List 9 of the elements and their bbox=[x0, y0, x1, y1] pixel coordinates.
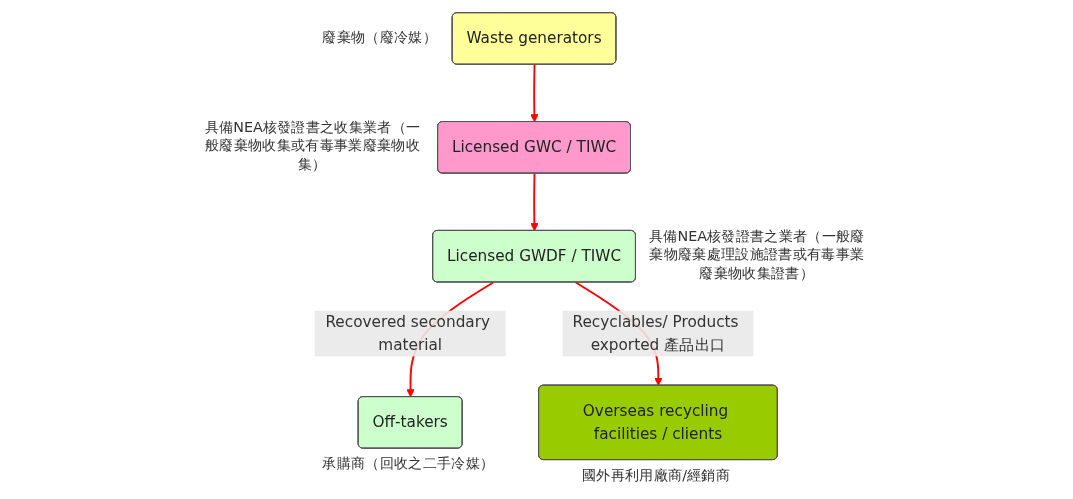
annotation-text: 具備NEA核發證書之收集業者（一般廢棄物收集或有毒事業廢棄物收集） bbox=[203, 118, 422, 175]
annotation-text: 承購商（回收之二手冷媒） bbox=[322, 454, 495, 474]
annotation-text: 具備NEA核發證書之業者（一般廢棄物廢棄處理設施證書或有毒事業廢棄物收集證書） bbox=[647, 227, 866, 283]
edge-label: Recyclables/ Products exported 產品出口 bbox=[572, 312, 739, 354]
arrow bbox=[530, 172, 539, 232]
annotation-text: 廢棄物（廢冷媒） bbox=[322, 28, 437, 48]
edge-label: Recovered secondary material bbox=[325, 312, 490, 354]
annotation-text: 國外再利用廠商/經銷商 bbox=[582, 466, 731, 485]
arrow bbox=[530, 63, 539, 123]
